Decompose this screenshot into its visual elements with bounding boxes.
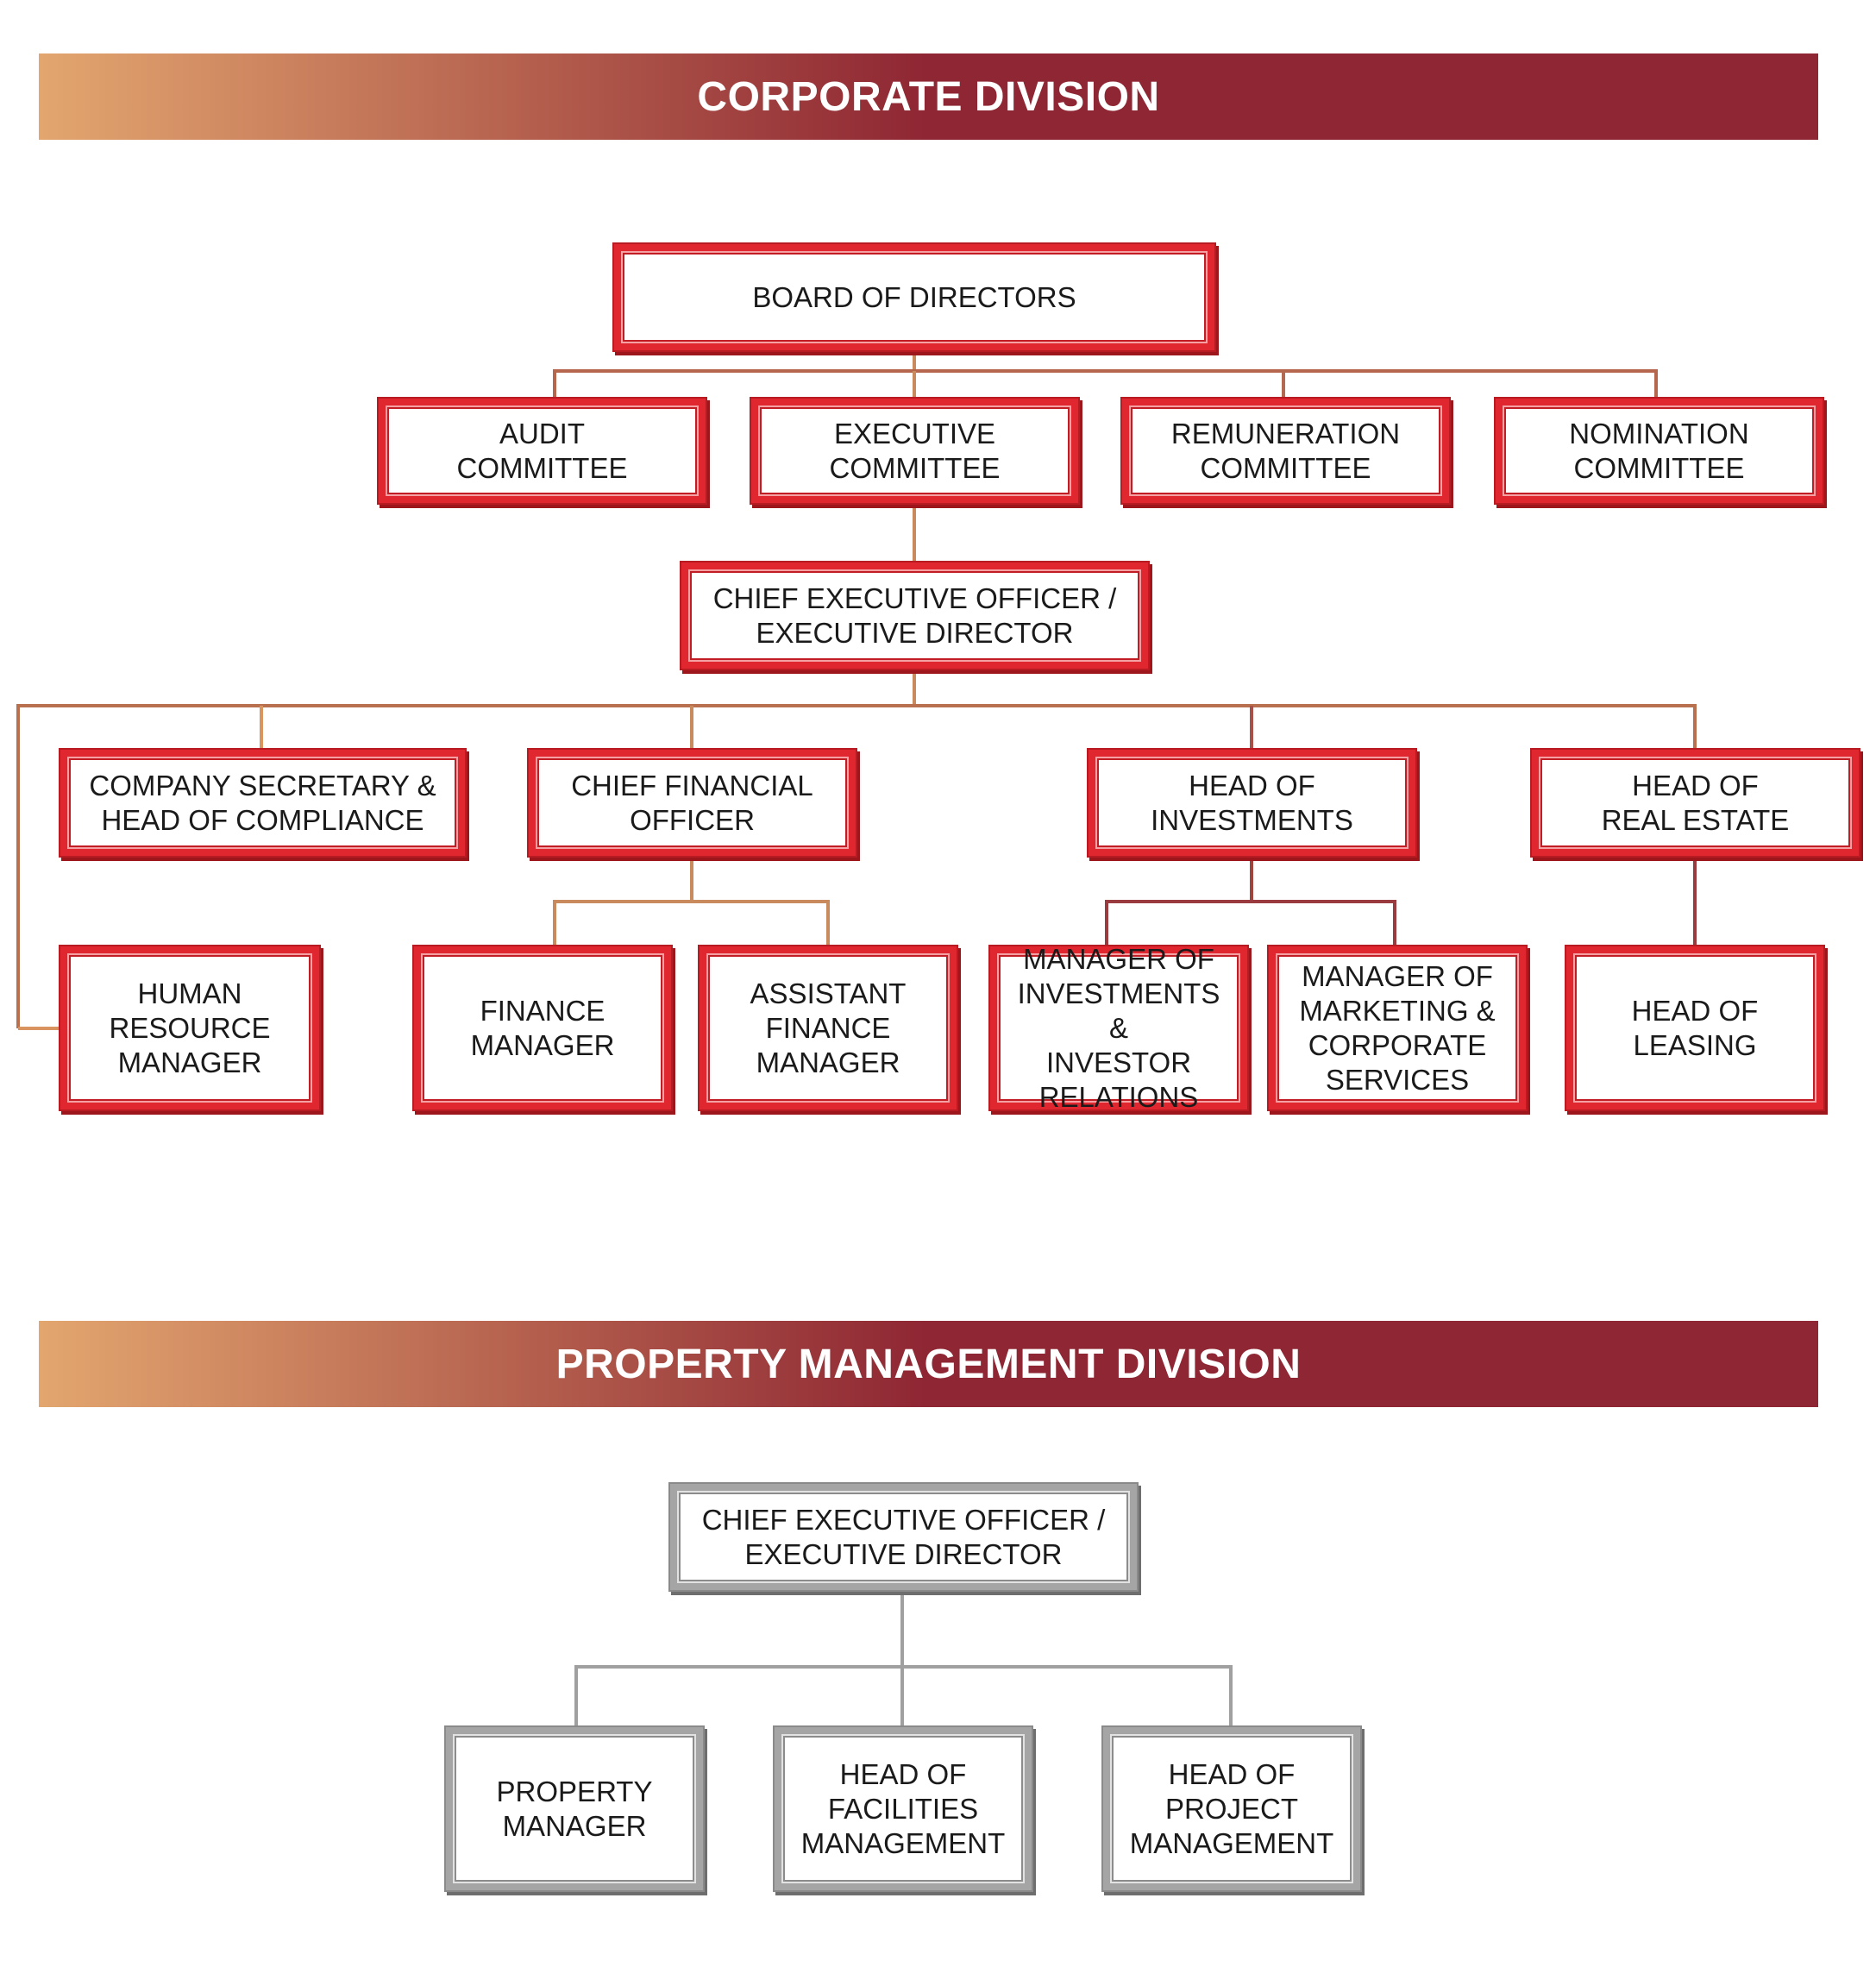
board-of-directors-box: BOARD OF DIRECTORS xyxy=(612,242,1216,352)
ceo-executive-director-box: CHIEF EXECUTIVE OFFICER / EXECUTIVE DIRE… xyxy=(680,561,1150,670)
head-of-facilities-management-label: HEAD OF FACILITIES MANAGEMENT xyxy=(800,1757,1006,1859)
head-of-real-estate-label: HEAD OF REAL ESTATE xyxy=(1601,769,1790,836)
head-of-leasing-label: HEAD OF LEASING xyxy=(1631,994,1759,1061)
manager-marketing-label: MANAGER OF MARKETING & CORPORATE SERVICE… xyxy=(1299,959,1496,1096)
company-secretary-box: COMPANY SECRETARY & HEAD OF COMPLIANCE xyxy=(59,748,467,858)
audit-committee-label: AUDIT COMMITTEE xyxy=(456,417,628,484)
property-ceo-executive-director-box: CHIEF EXECUTIVE OFFICER / EXECUTIVE DIRE… xyxy=(668,1482,1139,1592)
finance-manager-box: FINANCE MANAGER xyxy=(412,945,673,1111)
executive-committee-box: EXECUTIVE COMMITTEE xyxy=(750,397,1080,505)
manager-investments-ir-label: MANAGER OF INVESTMENTS & INVESTOR RELATI… xyxy=(1017,942,1220,1113)
manager-investments-ir-box: MANAGER OF INVESTMENTS & INVESTOR RELATI… xyxy=(988,943,1249,1113)
property-manager-box: PROPERTY MANAGER xyxy=(444,1725,705,1892)
property-management-division-title: PROPERTY MANAGEMENT DIVISION xyxy=(555,1341,1302,1387)
head-of-real-estate-box: HEAD OF REAL ESTATE xyxy=(1530,748,1860,858)
company-secretary-label: COMPANY SECRETARY & HEAD OF COMPLIANCE xyxy=(89,769,436,836)
audit-committee-box: AUDIT COMMITTEE xyxy=(377,397,707,505)
head-of-investments-box: HEAD OF INVESTMENTS xyxy=(1087,748,1417,858)
human-resource-manager-box: HUMAN RESOURCE MANAGER xyxy=(59,945,321,1111)
remuneration-committee-label: REMUNERATION COMMITTEE xyxy=(1170,417,1401,484)
executive-committee-label: EXECUTIVE COMMITTEE xyxy=(829,417,1001,484)
corporate-division-banner: CORPORATE DIVISION xyxy=(39,53,1818,140)
remuneration-committee-box: REMUNERATION COMMITTEE xyxy=(1120,397,1451,505)
assistant-finance-manager-label: ASSISTANT FINANCE MANAGER xyxy=(750,977,907,1078)
property-manager-label: PROPERTY MANAGER xyxy=(496,1775,653,1842)
nomination-committee-label: NOMINATION COMMITTEE xyxy=(1569,417,1749,484)
nomination-committee-box: NOMINATION COMMITTEE xyxy=(1494,397,1824,505)
head-of-facilities-management-box: HEAD OF FACILITIES MANAGEMENT xyxy=(773,1725,1033,1892)
corporate-division-title: CORPORATE DIVISION xyxy=(697,73,1160,120)
connector-committee-bus xyxy=(553,369,1658,397)
manager-marketing-box: MANAGER OF MARKETING & CORPORATE SERVICE… xyxy=(1267,945,1528,1111)
board-of-directors-label: BOARD OF DIRECTORS xyxy=(752,280,1076,313)
head-of-leasing-box: HEAD OF LEASING xyxy=(1565,945,1825,1111)
ceo-executive-director-label: CHIEF EXECUTIVE OFFICER / EXECUTIVE DIRE… xyxy=(712,581,1117,649)
connector-property-bus xyxy=(574,1665,1233,1725)
assistant-finance-manager-box: ASSISTANT FINANCE MANAGER xyxy=(698,945,958,1111)
head-of-project-management-label: HEAD OF PROJECT MANAGEMENT xyxy=(1129,1757,1334,1859)
property-ceo-executive-director-label: CHIEF EXECUTIVE OFFICER / EXECUTIVE DIRE… xyxy=(701,1503,1106,1570)
finance-manager-label: FINANCE MANAGER xyxy=(470,994,615,1061)
connector-cfo-bus xyxy=(553,900,830,945)
chief-financial-officer-label: CHIEF FINANCIAL OFFICER xyxy=(571,769,813,836)
chief-financial-officer-box: CHIEF FINANCIAL OFFICER xyxy=(527,748,857,858)
head-of-project-management-box: HEAD OF PROJECT MANAGEMENT xyxy=(1101,1725,1362,1892)
connector-investments-bus xyxy=(1105,900,1396,945)
human-resource-manager-label: HUMAN RESOURCE MANAGER xyxy=(109,977,271,1078)
property-management-division-banner: PROPERTY MANAGEMENT DIVISION xyxy=(39,1321,1818,1407)
head-of-investments-label: HEAD OF INVESTMENTS xyxy=(1151,769,1353,836)
